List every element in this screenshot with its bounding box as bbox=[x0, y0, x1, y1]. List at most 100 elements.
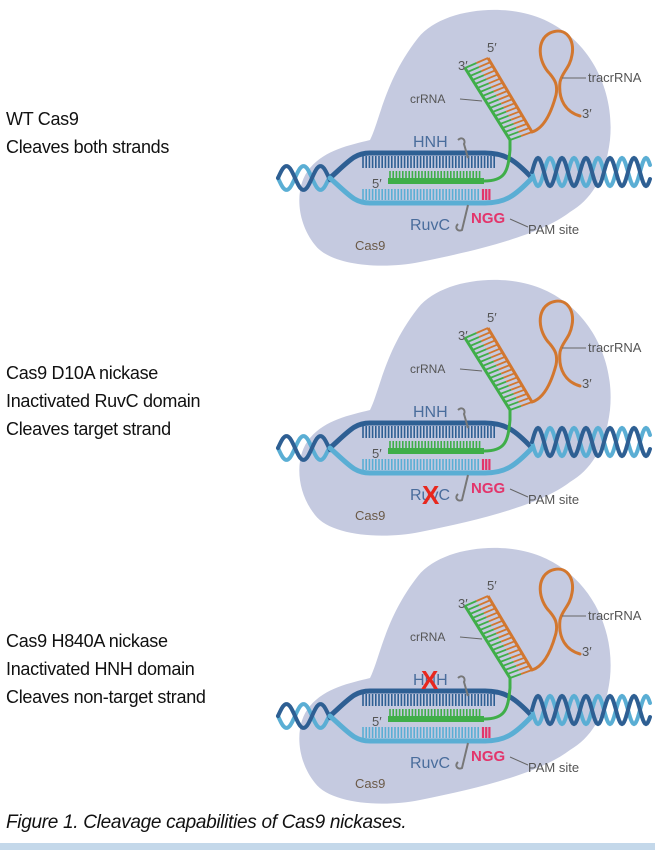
crrna-tracrrna-duplex bbox=[463, 595, 534, 679]
crrna-base bbox=[489, 372, 502, 379]
panel-wt-cas9: WT Cas9 Cleaves both strands 5′3′3′tracr… bbox=[0, 0, 655, 270]
crrna-base bbox=[482, 360, 495, 367]
crrna-spacer bbox=[388, 716, 484, 722]
tracrrna-base bbox=[481, 335, 494, 342]
tracrrna-base bbox=[490, 351, 504, 359]
crrna-label: crRNA bbox=[410, 630, 445, 644]
tracrrna-base bbox=[483, 69, 496, 76]
panel-h840a-nickase: Cas9 H840A nickase Inactivated HNH domai… bbox=[0, 538, 655, 808]
crrna-base bbox=[479, 624, 492, 631]
hnh-domain-label: HNH bbox=[413, 134, 448, 151]
target-bases bbox=[362, 727, 479, 738]
crrna-base bbox=[487, 98, 500, 105]
crrna-arrow bbox=[459, 98, 483, 102]
crrna-base bbox=[487, 636, 500, 643]
tracrrna-base bbox=[500, 368, 513, 375]
crrna-base bbox=[502, 122, 514, 129]
crrna-base bbox=[489, 102, 502, 109]
panel-title: Cas9 D10A nickase bbox=[6, 363, 158, 383]
crrna-base bbox=[497, 114, 509, 121]
three-prime-label-crrna: 3′ bbox=[458, 328, 468, 343]
tracrrna-base bbox=[510, 114, 523, 121]
inactivated-hnh-x-icon: X bbox=[421, 665, 439, 695]
cas9-label: Cas9 bbox=[355, 776, 385, 791]
three-prime-label-tracr: 3′ bbox=[582, 106, 592, 121]
crrna-base bbox=[474, 348, 487, 355]
tracrrna-hairpin bbox=[530, 29, 582, 134]
tracrrna-base bbox=[518, 127, 530, 133]
tracrrna-base bbox=[478, 61, 491, 68]
tracrrna-base bbox=[495, 628, 508, 635]
target-bases bbox=[362, 189, 479, 200]
crrna-linker bbox=[483, 410, 512, 453]
crrna-base bbox=[469, 70, 482, 77]
crrna-label: crRNA bbox=[410, 92, 445, 106]
ruvc-domain-label: RuvC bbox=[410, 487, 450, 504]
panel-title: Cas9 H840A nickase bbox=[6, 631, 168, 651]
crrna-base bbox=[504, 665, 517, 671]
tracrrna-base bbox=[505, 106, 518, 113]
crrna-base bbox=[502, 660, 514, 667]
tracrrna-base bbox=[508, 648, 521, 655]
tracrrna-base bbox=[503, 640, 516, 647]
tracrrna-base bbox=[518, 397, 530, 403]
tracrrna-base bbox=[513, 118, 525, 125]
crrna-base bbox=[507, 669, 519, 675]
tracrrna-hairpin bbox=[530, 299, 582, 404]
crrna-base bbox=[464, 332, 477, 339]
crrna-base bbox=[492, 106, 505, 113]
crrna-tracrrna-duplex bbox=[463, 327, 534, 411]
tracrrna-base bbox=[481, 603, 494, 610]
dna-helix-right-strand-dark bbox=[530, 155, 652, 189]
crrna-base bbox=[492, 376, 505, 383]
tracrrna-base bbox=[488, 615, 501, 623]
crrna-base bbox=[474, 616, 487, 623]
tracrrna-base bbox=[486, 611, 499, 619]
tracrrna-base bbox=[478, 331, 491, 338]
tracrrna-base bbox=[500, 636, 513, 643]
tracrrna-base bbox=[520, 131, 533, 137]
crrna-base bbox=[494, 648, 507, 655]
five-prime-label-crrna: 5′ bbox=[372, 446, 382, 461]
ngg-label: NGG bbox=[471, 480, 505, 497]
inactivated-ruvc-x-icon: X bbox=[422, 480, 440, 510]
panel-subtitle: Inactivated RuvC domain bbox=[6, 391, 201, 411]
crrna-base bbox=[474, 78, 487, 85]
crrna-base bbox=[484, 94, 497, 101]
crrna-base bbox=[509, 673, 522, 679]
panel-title: WT Cas9 bbox=[6, 109, 79, 129]
crrna-base bbox=[494, 380, 507, 387]
hnh-scissors-icon bbox=[457, 407, 469, 429]
three-prime-label-tracr: 3′ bbox=[582, 376, 592, 391]
crrna-base bbox=[489, 640, 502, 647]
dna-helix-left-strand-light bbox=[276, 702, 332, 730]
panel-subtitle: Cleaves target strand bbox=[6, 419, 171, 439]
tracrrna-base bbox=[490, 619, 504, 627]
tracrrna-base bbox=[498, 94, 511, 101]
dna-helix-right-strand-dark bbox=[530, 425, 652, 459]
tracrrna-base bbox=[503, 372, 516, 379]
ruvc-scissors-icon bbox=[455, 742, 469, 770]
crrna-base bbox=[479, 356, 492, 363]
dna-helix-right-strand-dark bbox=[530, 693, 652, 727]
ngg-label: NGG bbox=[471, 748, 505, 765]
tracrrna-base bbox=[486, 343, 499, 351]
crrna-base bbox=[487, 368, 500, 375]
crrna-base bbox=[509, 405, 522, 411]
crrna-base bbox=[479, 86, 492, 93]
pam-site-label: PAM site bbox=[528, 222, 579, 237]
bottom-divider bbox=[0, 843, 655, 850]
dna-helix-left-strand-dark bbox=[276, 702, 332, 730]
tracrrna-base bbox=[515, 392, 528, 399]
crrna-base bbox=[467, 66, 480, 73]
tracrrna-base bbox=[500, 98, 513, 105]
crrna-bases bbox=[389, 171, 481, 178]
tracrrna-base bbox=[505, 376, 518, 383]
tracrrna-base bbox=[490, 81, 504, 89]
tracrrna-base bbox=[510, 652, 523, 659]
tracrrna-base bbox=[493, 623, 506, 631]
tracrrna-base bbox=[495, 90, 508, 97]
crrna-linker bbox=[483, 678, 512, 721]
